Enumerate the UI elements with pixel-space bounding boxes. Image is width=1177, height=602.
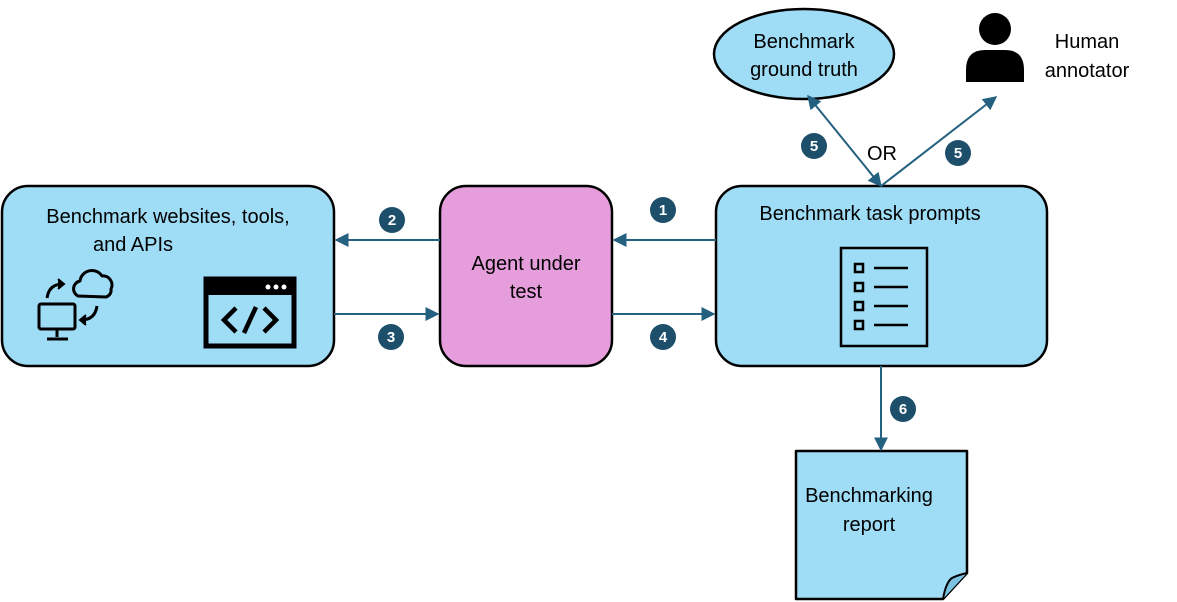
svg-text:5: 5 bbox=[954, 145, 962, 162]
ground-truth-ellipse bbox=[712, 7, 896, 101]
report-page-curl bbox=[942, 572, 968, 600]
report-label-line2: report bbox=[843, 514, 896, 536]
checklist-icon bbox=[839, 246, 929, 348]
websites-label-line1: Benchmark websites, tools, bbox=[46, 206, 289, 228]
agent-label-line2: test bbox=[510, 281, 543, 303]
ground-truth-label-line2: ground truth bbox=[750, 59, 858, 81]
svg-text:5: 5 bbox=[810, 138, 818, 155]
step-badge-1: 1 bbox=[650, 197, 676, 223]
svg-text:4: 4 bbox=[659, 329, 668, 346]
ground-truth-label-line1: Benchmark bbox=[753, 31, 855, 53]
prompts-label: Benchmark task prompts bbox=[759, 203, 980, 225]
step-badge-6: 6 bbox=[890, 396, 916, 422]
human-label-line1: Human bbox=[1055, 31, 1119, 53]
report-label-line1: Benchmarking bbox=[805, 485, 933, 507]
step-badge-4: 4 bbox=[650, 324, 676, 350]
human-label-line2: annotator bbox=[1045, 60, 1130, 82]
agent-label-line1: Agent under bbox=[472, 253, 581, 275]
person-icon bbox=[966, 13, 1024, 82]
agent-box bbox=[438, 184, 614, 368]
websites-label-line2: and APIs bbox=[93, 234, 173, 256]
prompts-node: Benchmark task prompts bbox=[714, 184, 1049, 368]
step-badge-3: 3 bbox=[378, 324, 404, 350]
arrow-ground-truth-prompts bbox=[807, 94, 882, 188]
report-node: Benchmarking report bbox=[794, 449, 969, 601]
svg-text:1: 1 bbox=[659, 202, 667, 219]
svg-text:3: 3 bbox=[387, 329, 395, 346]
arrow-prompts-to-human bbox=[880, 96, 998, 187]
svg-text:2: 2 bbox=[388, 212, 396, 229]
svg-text:6: 6 bbox=[899, 401, 907, 418]
websites-node: Benchmark websites, tools, and APIs bbox=[0, 184, 336, 368]
human-annotator-node: Human annotator bbox=[966, 13, 1130, 82]
step-badge-5-ground-truth: 5 bbox=[801, 133, 827, 159]
ground-truth-node: Benchmark ground truth bbox=[712, 7, 896, 101]
step-badge-2: 2 bbox=[379, 207, 405, 233]
agent-node: Agent under test bbox=[438, 184, 614, 368]
or-label: OR bbox=[867, 143, 897, 165]
step-badge-5-human: 5 bbox=[945, 140, 971, 166]
computer-cloud-sync-icon bbox=[37, 269, 114, 341]
code-window-icon bbox=[203, 276, 297, 349]
